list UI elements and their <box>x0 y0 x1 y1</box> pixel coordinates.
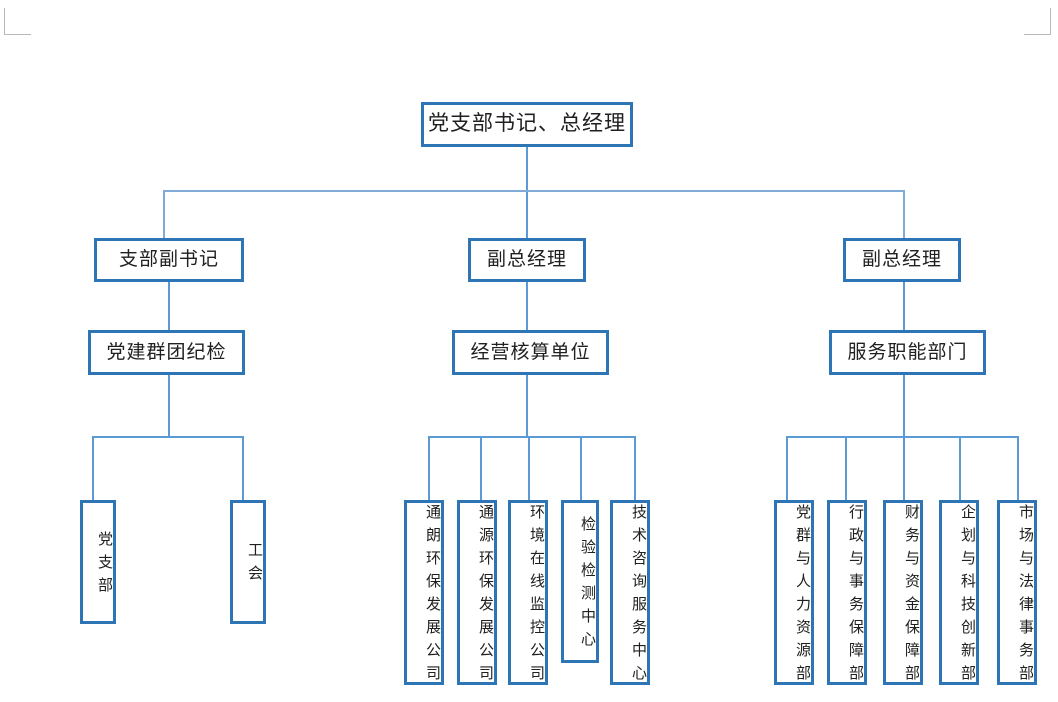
node-tongyuan-environmental[interactable]: 通源环保发展公司 <box>457 500 497 688</box>
node-labor-union-label: 工会 <box>246 542 263 588</box>
node-inspection-testing-center-label: 检验检测中心 <box>579 515 596 654</box>
connector-right-group-drop-5 <box>1017 436 1019 500</box>
connector-right-group-drop-1 <box>786 436 788 500</box>
node-labor-union[interactable]: 工会 <box>230 500 266 624</box>
connector-middle-group-drop-2 <box>480 436 482 500</box>
node-level2-deputy-gm-services[interactable]: 副总经理 <box>843 238 961 282</box>
node-technical-consulting-service-center-label: 技术咨询服务中心 <box>630 503 647 688</box>
node-level2-deputy-party-secretary[interactable]: 支部副书记 <box>94 238 244 282</box>
node-inspection-testing-center[interactable]: 检验检测中心 <box>561 500 599 663</box>
node-tonglang-environmental-label: 通朗环保发展公司 <box>424 503 441 688</box>
node-party-mass-and-human-resources-dept-label: 党群与人力资源部 <box>794 503 811 688</box>
node-finance-and-funds-support-dept[interactable]: 财务与资金保障部 <box>883 500 923 688</box>
connector-middle-group-bus <box>428 436 636 438</box>
connector-right-group-bus <box>786 436 1019 438</box>
connector-right-group-drop-2 <box>845 436 847 500</box>
node-planning-and-technology-innovation-dept-label: 企划与科技创新部 <box>959 503 976 688</box>
connector-right-group-drop-4 <box>959 436 961 500</box>
node-market-and-legal-affairs-dept-label: 市场与法律事务部 <box>1017 503 1034 688</box>
node-root[interactable]: 党支部书记、总经理 <box>421 102 633 147</box>
node-level3-party-mass-discipline[interactable]: 党建群团纪检 <box>88 330 245 375</box>
connector-level2-drop-right <box>903 190 905 240</box>
node-level3-service-function-departments[interactable]: 服务职能部门 <box>829 330 986 375</box>
connector-root-stem <box>526 147 528 240</box>
node-tonglang-environmental[interactable]: 通朗环保发展公司 <box>404 500 444 688</box>
node-party-branch[interactable]: 党支部 <box>80 500 116 624</box>
connector-left-group-bus <box>92 436 244 438</box>
node-planning-and-technology-innovation-dept[interactable]: 企划与科技创新部 <box>939 500 979 688</box>
node-tongyuan-environmental-label: 通源环保发展公司 <box>477 503 494 688</box>
connector-level2-bus <box>163 190 905 192</box>
connector-middle-group-drop-3 <box>528 436 530 500</box>
connector-left-group-stem <box>168 375 170 437</box>
connector-level2-drop-left <box>163 190 165 240</box>
page-margin-mark-top-right <box>1024 8 1051 35</box>
connector-left-group-drop-2 <box>242 436 244 500</box>
node-finance-and-funds-support-dept-label: 财务与资金保障部 <box>903 503 920 688</box>
page-margin-mark-top-left <box>4 8 31 35</box>
node-technical-consulting-service-center[interactable]: 技术咨询服务中心 <box>610 500 650 688</box>
node-level2-deputy-gm-operations[interactable]: 副总经理 <box>468 238 586 282</box>
node-online-environment-monitoring-label: 环境在线监控公司 <box>528 503 545 688</box>
connector-right-group-drop-3 <box>903 436 905 500</box>
connector-left-group-drop-1 <box>92 436 94 500</box>
node-online-environment-monitoring[interactable]: 环境在线监控公司 <box>508 500 548 688</box>
node-administration-and-affairs-support-dept-label: 行政与事务保障部 <box>847 503 864 688</box>
connector-middle-group-drop-1 <box>428 436 430 500</box>
connector-right-group-stem <box>903 375 905 437</box>
node-party-branch-label: 党支部 <box>96 530 113 600</box>
node-level3-business-accounting-units[interactable]: 经营核算单位 <box>452 330 609 375</box>
node-party-mass-and-human-resources-dept[interactable]: 党群与人力资源部 <box>774 500 814 688</box>
node-market-and-legal-affairs-dept[interactable]: 市场与法律事务部 <box>997 500 1037 688</box>
connector-level2-to-level3-right <box>903 282 905 330</box>
connector-middle-group-drop-5 <box>634 436 636 500</box>
connector-middle-group-drop-4 <box>580 436 582 500</box>
node-administration-and-affairs-support-dept[interactable]: 行政与事务保障部 <box>827 500 867 688</box>
connector-middle-group-stem <box>526 375 528 437</box>
connector-level2-to-level3-left <box>168 282 170 330</box>
connector-level2-to-level3-middle <box>526 282 528 330</box>
